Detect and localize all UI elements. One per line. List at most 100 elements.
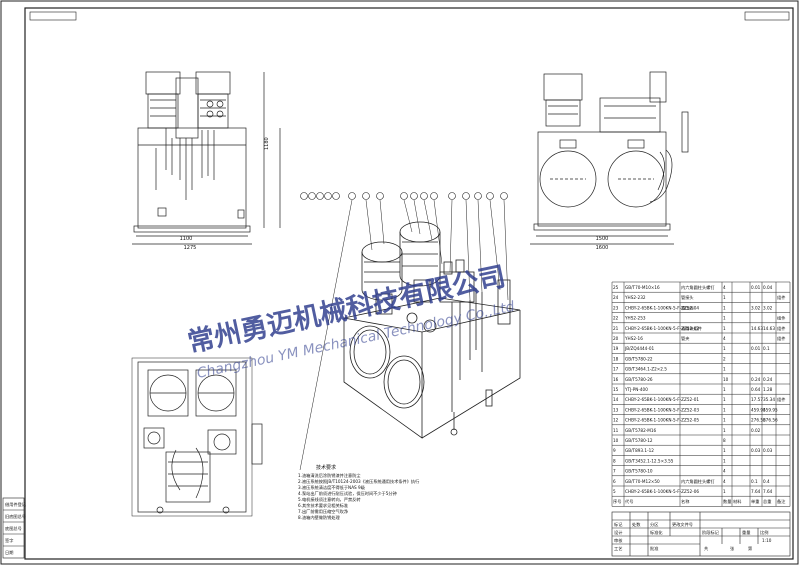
bom-cell: 1	[723, 397, 726, 402]
bom-cell: YHS2-232	[624, 295, 646, 300]
tb-label-12: 重量	[742, 529, 750, 536]
bom-cell: 4	[723, 285, 726, 290]
tb-scale: 1:10	[762, 538, 772, 543]
balloon-1	[300, 192, 308, 200]
bom-cell: 1	[723, 458, 726, 463]
side-view	[530, 71, 689, 245]
bom-cell: 14.63	[751, 326, 763, 331]
iso-view	[343, 221, 521, 439]
bom-cell: 0.01	[751, 346, 761, 351]
bom-cell: 19	[613, 346, 619, 351]
bom-cell: 5	[613, 489, 616, 494]
tb-label-16: 第	[748, 545, 752, 552]
side-dim-inner: 1500	[596, 236, 609, 242]
bom-cell: 1	[723, 428, 726, 433]
bom-cell: GB/T5780-12	[625, 438, 653, 443]
tb-label-0: 标记	[614, 521, 623, 528]
tb-label-2: 分区	[650, 521, 658, 528]
tb-label-9: 工艺	[614, 546, 622, 551]
bom-cell: 0.64	[751, 387, 761, 392]
tb-label-6: 设计	[614, 529, 622, 536]
balloon-8	[376, 192, 384, 200]
technical-notes: 技术要求 1.油箱清洗后涂防锈漆并注意防尘 2.液压系统按照JB/T10124-…	[298, 464, 419, 521]
bom-cell: 0.01	[751, 285, 761, 290]
bom-header-cell: 备注	[777, 498, 786, 505]
tb-label-8: 审核	[614, 537, 623, 544]
bom-cell: GB/T5782-M16	[625, 428, 657, 433]
bom-cell: 10	[613, 438, 619, 443]
bom-cell: 276.56	[751, 418, 766, 423]
balloon-13	[448, 192, 456, 200]
bom-cell: 1.28	[763, 387, 773, 392]
left-label-3: 签字	[5, 537, 13, 543]
bom-cell: 0.1	[751, 479, 758, 484]
bom-cell: 1	[723, 407, 726, 412]
balloon-5	[332, 192, 340, 200]
bom-cell: 6	[613, 479, 616, 484]
bom-cell: YHS2-253	[624, 316, 646, 321]
bom-cell: 22	[613, 316, 619, 321]
bom-cell: CHBY-2-65BK-1-100KN-5-F-ZZ52-04	[625, 305, 699, 310]
bom-cell: 液压阀	[681, 304, 694, 311]
bom-header-cell: 单重	[751, 498, 759, 505]
bom-cell: 0.24	[751, 377, 761, 382]
left-margin-table: 借用件登记 旧底图总号 底图总号 签字 日期	[2, 497, 27, 559]
bom-cell: GB/T893.1-12	[625, 448, 654, 453]
bom-cell: 内六角圆柱头螺钉	[681, 284, 715, 291]
bom-cell: 4	[723, 336, 726, 341]
bom-cell: 0.1	[763, 346, 770, 351]
bom-cell: 1	[723, 295, 726, 300]
bom-cell: 18	[613, 356, 619, 361]
bom-cell: 4	[723, 479, 726, 484]
bom-cell: 组件	[777, 325, 785, 332]
bom-header-cell: 名称	[681, 498, 689, 505]
bom-cell: YTJ-PN-400	[624, 387, 648, 392]
balloon-10	[410, 192, 418, 200]
bom-cell: 0.04	[763, 285, 773, 290]
balloons	[300, 192, 508, 200]
bom-cell: GB/T5780-26	[625, 377, 653, 382]
bom-header-cell: 序号	[613, 498, 621, 505]
tb-label-10: 批准	[650, 545, 658, 552]
bom-cell: 0.02	[751, 428, 761, 433]
bom-cell: 油路块组件	[681, 325, 702, 332]
note-line-0: 1.油箱清洗后涂防锈漆并注意防尘	[298, 472, 361, 479]
bom-cell: 组件	[777, 335, 785, 342]
bom-header-cell: 代号	[625, 498, 633, 505]
balloon-14	[462, 192, 470, 200]
left-label-4: 日期	[5, 550, 13, 556]
bom-cell: 35.34	[763, 397, 775, 402]
top-view	[131, 357, 263, 517]
bom-cell: 1	[723, 326, 726, 331]
tb-label-11: 阶段标记	[702, 529, 720, 536]
front-view	[132, 71, 281, 245]
bom-cell: 0.24	[763, 377, 773, 382]
bom-cell: 14.63	[763, 326, 775, 331]
bom-cell: GB/T5780-10	[625, 469, 653, 474]
bom-cell: CHBY-2-65BK-1-100KN-5-F-ZZ52-03	[625, 407, 699, 412]
bom-cell: 459.95	[751, 407, 766, 412]
balloon-16	[486, 192, 494, 200]
bom-header-cell: 数量	[723, 498, 731, 505]
bom-cell: 0.4	[763, 479, 770, 484]
bom-cell: GB/T3452.1-12.5×3.55	[625, 458, 674, 463]
bom-cell: 1	[723, 367, 726, 372]
bom-cell: GB/T5780-22	[625, 356, 653, 361]
bom-cell: CHBY-2-65BK-1-100KN-5-F-ZZ52-06	[625, 489, 699, 494]
bom-cell: 16	[613, 377, 619, 382]
title-block-labels: 标记 处数 分区 更改文件号 设计 标准化 审核 工艺 批准 阶段标记 重量 比…	[614, 521, 772, 552]
notes-title: 技术要求	[316, 464, 336, 471]
bom-cell: 2	[723, 356, 726, 361]
bom-cell: CHBY-2-65BK-1-100KN-5-F-ZZ52-05	[625, 418, 699, 423]
balloon-9	[400, 192, 408, 200]
bom-cell: 1	[723, 316, 726, 321]
bom-cell: GB/T70-M10×16	[625, 285, 660, 290]
bom-header-cell: 总重	[763, 498, 771, 504]
bom-cell: 17	[613, 367, 619, 372]
balloon-11	[420, 192, 428, 200]
title-block	[611, 511, 791, 557]
balloon-3	[316, 192, 324, 200]
bom-cell: 1	[723, 418, 726, 423]
bom-cell: 内六角圆柱头螺钉	[681, 478, 715, 485]
front-dim-outer: 1275	[184, 245, 197, 251]
